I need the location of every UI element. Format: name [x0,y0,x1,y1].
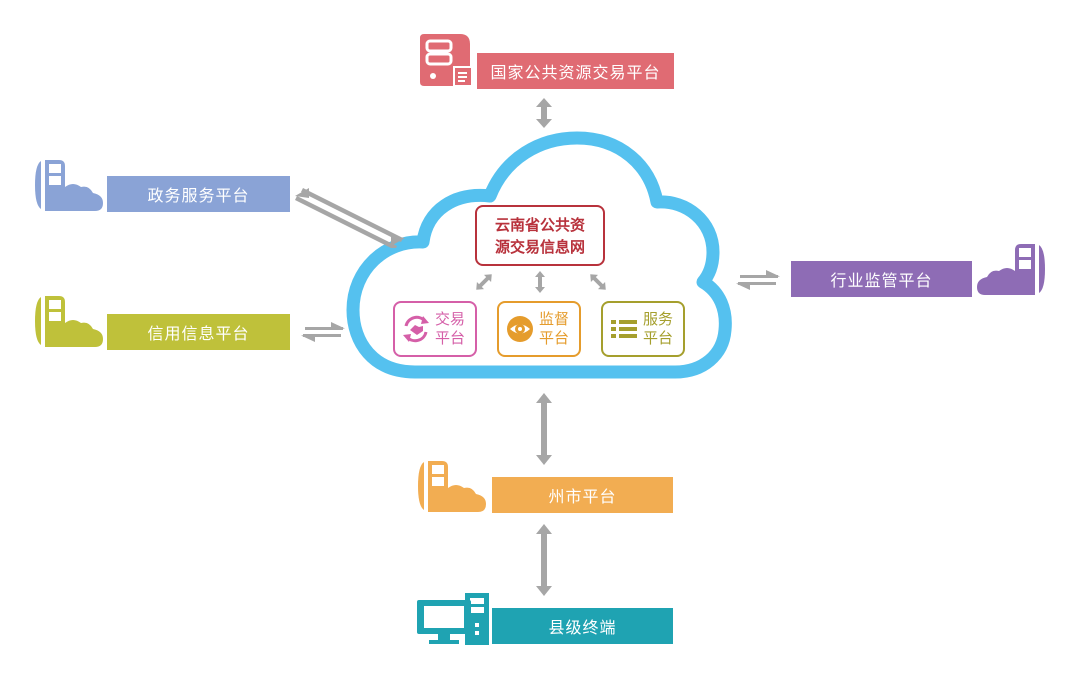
arrow-core-trade [476,274,492,290]
supervise-line1: 监督 [539,310,570,328]
server-cloud-icon [35,296,103,347]
arrow-credit-cloud [301,322,345,342]
service-platform-box[interactable]: 服务 平台 [601,301,685,357]
arrow-cloud-city [536,393,552,465]
arrow-city-county [536,524,552,596]
credit-info-platform-label: 信用信息平台 [147,324,250,343]
eye-icon [507,316,533,342]
server-cloud-icon [35,160,103,211]
service-line1: 服务 [643,310,674,328]
server-document-icon [420,34,473,87]
industry-supervision-platform-label: 行业监管平台 [830,271,933,290]
arrow-core-service [590,274,606,290]
arrow-national-cloud [536,98,552,128]
core-platform-box[interactable]: 云南省公共资 源交易信息网 [475,205,605,266]
city-platform-label: 州市平台 [548,487,617,506]
server-cloud-icon [977,244,1045,295]
city-platform-bar[interactable]: 州市平台 [492,477,673,513]
industry-supervision-platform-bar[interactable]: 行业监管平台 [791,261,972,297]
handshake-icon [403,315,429,343]
arrow-industry-cloud [736,270,780,290]
national-platform-label: 国家公共资源交易平台 [490,63,661,82]
trade-platform-box[interactable]: 交易 平台 [393,301,477,357]
county-terminal-bar[interactable]: 县级终端 [492,608,673,644]
credit-info-platform-bar[interactable]: 信用信息平台 [107,314,290,350]
gov-service-platform-bar[interactable]: 政务服务平台 [107,176,290,212]
arrow-gov-cloud [295,188,405,248]
county-terminal-label: 县级终端 [548,618,617,637]
trade-line2: 平台 [435,329,466,347]
core-platform-line1: 云南省公共资 [494,215,585,234]
gov-service-platform-label: 政务服务平台 [147,186,250,205]
list-icon [611,320,637,338]
supervise-line2: 平台 [539,329,570,347]
core-platform-line2: 源交易信息网 [494,237,585,256]
inner-arrows [476,271,606,293]
trade-line1: 交易 [435,310,466,328]
desktop-computer-icon [417,593,489,645]
service-line2: 平台 [643,329,674,347]
supervise-platform-box[interactable]: 监督 平台 [497,301,581,357]
server-cloud-icon [418,461,486,512]
arrow-core-supervise [535,271,545,293]
national-platform-bar[interactable]: 国家公共资源交易平台 [477,53,674,89]
